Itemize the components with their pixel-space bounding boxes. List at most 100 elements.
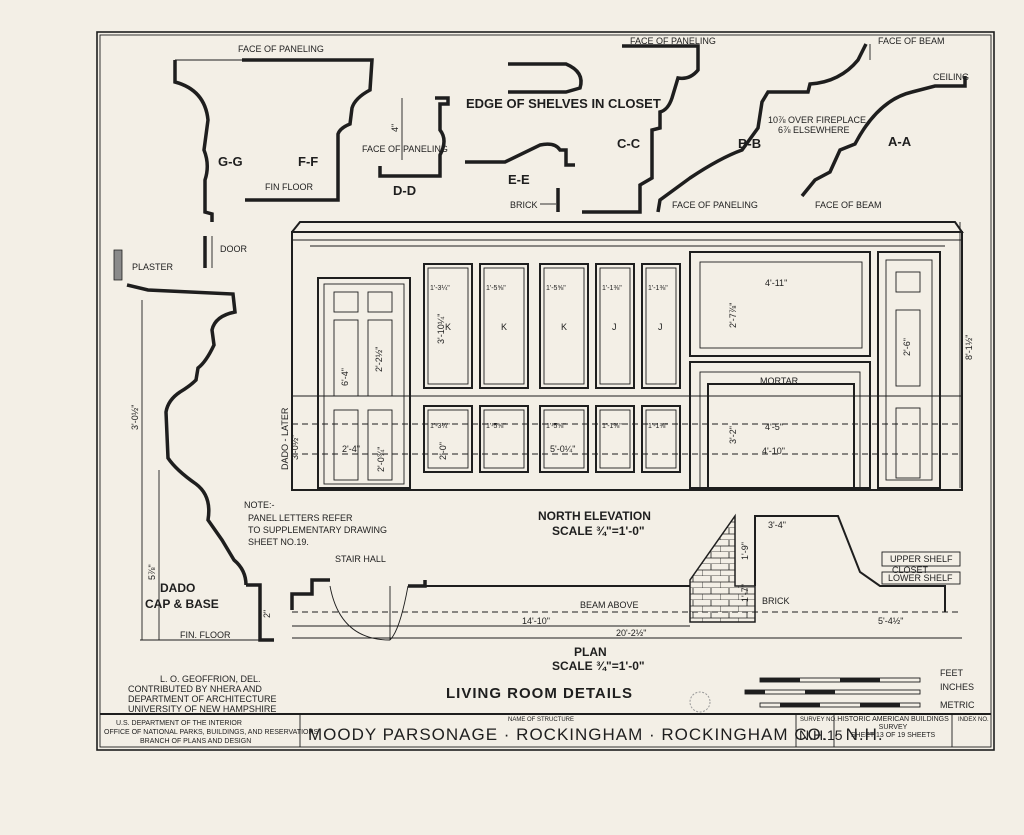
label-face-of-paneling-2: FACE OF PANELING	[362, 144, 448, 154]
label-dado-lower: 5⅞"	[147, 564, 157, 580]
lower-panel-width-label: 1'-5⅝"	[546, 423, 566, 430]
stamp-seal	[689, 691, 711, 713]
habs-label: HISTORIC AMERICAN BUILDINGS SURVEY	[837, 716, 949, 731]
label-dado-total: 3'-0½"	[130, 405, 140, 430]
lower-panel-inner	[483, 409, 525, 469]
upper-panel-inner	[645, 267, 677, 385]
label-ee: E-E	[508, 172, 530, 187]
profile-shelves: EDGE OF SHELVES IN CLOSET	[466, 62, 661, 111]
label-face-of-beam-1: FACE OF BEAM	[878, 36, 945, 46]
label-face-of-paneling-4: FACE OF PANELING	[672, 200, 758, 210]
label-lower-shelf: LOWER SHELF	[888, 573, 953, 583]
label-plan-brick: BRICK	[762, 596, 790, 606]
sheet-border	[96, 31, 995, 751]
sheet-border-inner	[99, 34, 992, 748]
scale-feet: FEET	[940, 668, 964, 678]
lower-panel	[595, 405, 635, 473]
credit-line-2: CONTRIBUTED BY NHERA AND	[128, 684, 262, 694]
label-fin-floor-2: FIN. FLOOR	[180, 630, 231, 640]
dim-fire-width: 4'-5"	[765, 422, 783, 432]
scale-metric: METRIC	[940, 700, 975, 710]
upper-panel	[479, 263, 529, 389]
label-stair-hall: STAIR HALL	[335, 554, 386, 564]
dado-profile: PLASTER 3'-0½" 5⅞" 2" DADO CAP & BASE FI…	[113, 249, 274, 642]
lower-panel	[641, 405, 681, 473]
lower-panel	[479, 405, 529, 473]
lower-panels: 1'-3¼"1'-5⅝"1'-5⅝"1'-1⅜"1'-1⅜"	[423, 405, 681, 473]
label-bb-note-1: 10⅞ OVER FIREPLACE	[768, 115, 866, 125]
label-dd-height: 4"	[390, 124, 400, 132]
structure-title: MOODY PARSONAGE · ROCKINGHAM · ROCKINGHA…	[308, 725, 884, 744]
dim-fire-height: 3'-2"	[728, 426, 738, 444]
label-dado-title: DADO	[160, 581, 195, 595]
lower-panel-width-label: 1'-5⅝"	[486, 423, 506, 430]
north-elevation: 6'-4" 2'-2½" 2'-4" 2'-0¾" DADO - LATER 3…	[244, 221, 974, 547]
agency-line-3: BRANCH OF PLANS AND DESIGN	[140, 738, 251, 745]
lower-panel-inner	[645, 409, 677, 469]
overmantel-frame	[689, 251, 871, 357]
label-bb: B-B	[738, 136, 761, 151]
upper-panel-inner	[543, 267, 585, 385]
profile-cc: FACE OF PANELING C-C	[582, 36, 716, 214]
panel-letter: K	[501, 322, 507, 332]
label-door: DOOR	[220, 244, 248, 254]
profile-aa: FACE OF BEAM CEILING A-A FACE OF BEAM	[800, 36, 969, 210]
note-line-1: NOTE:-	[244, 500, 275, 510]
label-cc: C-C	[617, 136, 641, 151]
dim-cupboard-height: 2'-6"	[902, 338, 912, 356]
upper-panels: K1'-3¼"K1'-5⅝"K1'-5⅝"J1'-1⅜"J1'-1⅜"	[423, 263, 681, 389]
credit-line-3: DEPARTMENT OF ARCHITECTURE	[128, 694, 277, 704]
dim-lower-span: 5'-0¼"	[550, 444, 575, 454]
right-cupboard	[877, 251, 941, 489]
title-block: U.S. DEPARTMENT OF THE INTERIOR OFFICE O…	[100, 713, 991, 747]
survey-no-label: SURVEY NO.	[800, 717, 837, 723]
dim-lower-height: 2'-0"	[438, 442, 448, 460]
panel-width-label: 1'-3¼"	[430, 285, 450, 292]
dim-door-upper: 6'-4"	[340, 368, 350, 386]
dim-plan-side: 1'-9"	[740, 542, 750, 560]
lower-panel-width-label: 1'-1⅜"	[648, 423, 668, 430]
sheet-count: SHEET 13 OF 19 SHEETS	[850, 732, 936, 739]
upper-shelf-box	[881, 551, 961, 567]
label-beam-above: BEAM ABOVE	[580, 600, 639, 610]
label-plaster: PLASTER	[132, 262, 174, 272]
dim-door-lower: 2'-0¾"	[376, 447, 386, 472]
upper-panel-inner	[599, 267, 631, 385]
label-face-of-paneling-3: FACE OF PANELING	[630, 36, 716, 46]
note-line-3: TO SUPPLEMENTARY DRAWING	[248, 525, 387, 535]
drawing-title: LIVING ROOM DETAILS	[446, 685, 633, 702]
dim-door-width: 2'-4"	[342, 444, 360, 454]
dim-overmantel-height: 2'-7⅞"	[728, 303, 738, 328]
survey-number: N.H.15	[799, 727, 843, 743]
elevation-scale: SCALE ¾"=1'-0"	[552, 524, 645, 538]
upper-panel-inner	[483, 267, 525, 385]
dim-door-mid: 2'-2½"	[374, 347, 384, 372]
dim-fire-width-2: 4'-10"	[762, 446, 785, 456]
overmantel-panel	[699, 261, 863, 349]
agency-line-2: OFFICE OF NATIONAL PARKS, BUILDINGS, AND…	[104, 729, 319, 736]
upper-panel	[595, 263, 635, 389]
lower-panel-inner	[599, 409, 631, 469]
note-line-4: SHEET NO.19.	[248, 537, 309, 547]
credit-line-1: L. O. GEOFFRION, DEL.	[160, 674, 261, 684]
credit-line-4: UNIVERSITY OF NEW HAMPSHIRE	[128, 704, 276, 714]
profile-gg-ff: FACE OF PANELING G-G F-F FIN FLOOR DOOR	[173, 44, 374, 268]
label-closet: CLOSET	[892, 565, 929, 575]
upper-panel	[641, 263, 681, 389]
dim-total-height: 8'-1½"	[964, 335, 974, 360]
label-bb-note-2: 6⅞ ELSEWHERE	[778, 125, 850, 135]
dim-plan-c: 5'-4½"	[878, 616, 903, 626]
dim-plan-side-2: 1'-7"	[740, 584, 750, 602]
label-dd: D-D	[393, 183, 416, 198]
lower-panel-inner	[427, 409, 469, 469]
lower-panel	[539, 405, 589, 473]
note-line-2: PANEL LETTERS REFER	[248, 513, 353, 523]
lower-shelf-box	[881, 571, 961, 585]
label-ceiling: CEILING	[933, 72, 969, 82]
label-ff: F-F	[298, 154, 318, 169]
elevation-title: NORTH ELEVATION	[538, 509, 651, 523]
left-door	[317, 277, 411, 489]
label-face-of-paneling-1: FACE OF PANELING	[238, 44, 324, 54]
panel-letter: K	[445, 322, 451, 332]
